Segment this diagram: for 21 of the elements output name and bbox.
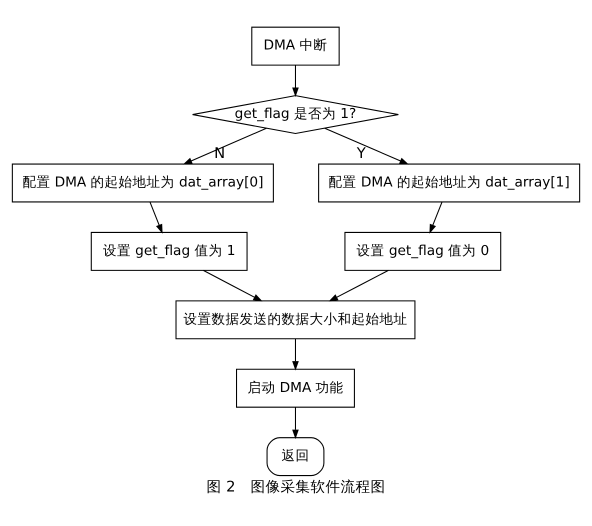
node-box: 返回 [266, 436, 324, 476]
arrow [328, 269, 389, 302]
arrow [429, 201, 442, 234]
node-box: 配置 DMA 的起始地址为 dat_array[0] [12, 163, 274, 202]
node-box: DMA 中断 [251, 26, 340, 66]
arrow [182, 127, 267, 164]
arrow [292, 64, 299, 97]
arrow [324, 127, 409, 164]
arrow [292, 406, 299, 439]
caption: 图 2 图像采集软件流程图 [206, 478, 386, 496]
arrow [203, 269, 263, 302]
edge-label: Y [356, 144, 366, 162]
node-box: 设置 get_flag 值为 1 [90, 231, 248, 270]
node-box: 配置 DMA 的起始地址为 dat_array[1] [318, 163, 580, 202]
edge-label: N [214, 144, 226, 162]
node-box: 设置数据发送的数据大小和起始地址 [175, 300, 416, 339]
arrow [292, 338, 299, 370]
node-box: 设置 get_flag 值为 0 [344, 231, 502, 270]
node-box: 启动 DMA 功能 [236, 368, 355, 408]
node-diamond: get_flag 是否为 1? [192, 94, 399, 134]
arrow [150, 201, 163, 234]
